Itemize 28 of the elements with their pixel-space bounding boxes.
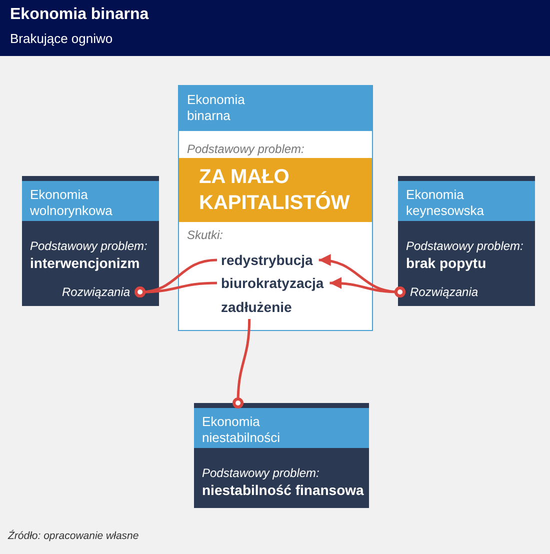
problem-banner: ZA MAŁO KAPITALISTÓW [179,158,372,222]
connector [330,277,406,298]
effect-item: redystrybucja [221,252,317,268]
problem-caption: Podstawowy problem: [187,142,304,156]
dark-card [398,176,535,306]
card-heading: Ekonomia wolnorynkowa [22,181,159,221]
card [178,85,373,331]
problem-caption: Podstawowy problem: [30,239,148,253]
card-heading: Ekonomia niestabilności [194,408,369,448]
title: Ekonomia binarna [10,6,149,24]
dark-card [194,403,369,508]
effect-item: biurokratyzacja [221,275,328,291]
problem-caption: Podstawowy problem: [406,239,524,253]
connector [134,282,218,298]
problem-text: interwencjonizm [30,255,140,271]
dark-card [22,176,159,306]
effect-item: zadłużenie [221,299,292,315]
solutions-label: Rozwiązania [62,285,140,299]
subtitle: Brakujące ogniwo [10,31,113,46]
problem-text: niestabilność finansowa [202,482,364,498]
connector [232,318,251,408]
source-note: Źródło: opracowanie własne [8,530,139,542]
problem-caption: Podstawowy problem: [202,466,320,480]
effects-caption: Skutki: [187,228,224,242]
solutions-label: Rozwiązania [400,285,478,299]
problem-text: brak popytu [406,255,486,271]
card-heading: Ekonomia binarna [179,86,372,131]
card-heading: Ekonomia keynesowska [398,181,535,221]
